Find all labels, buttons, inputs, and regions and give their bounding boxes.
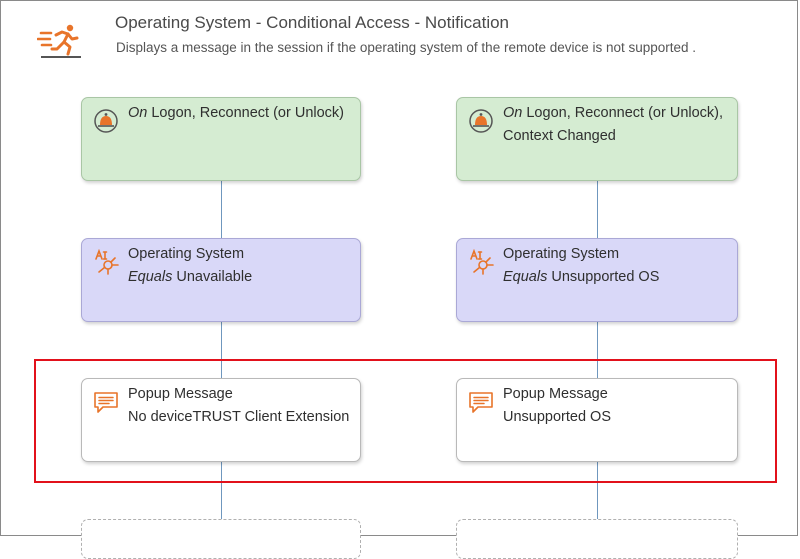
empty-node-slot-2[interactable] xyxy=(456,519,738,559)
action-detail: Unsupported OS xyxy=(503,409,612,425)
trigger-events: Logon, Reconnect (or Unlock) xyxy=(147,105,344,121)
trigger-events-continued: Context Changed xyxy=(503,128,616,144)
action-detail: No deviceTRUST Client Extension xyxy=(128,409,350,425)
trigger-node-2[interactable]: On Logon, Reconnect (or Unlock), Context… xyxy=(456,97,738,181)
empty-node-slot-1[interactable] xyxy=(81,519,361,559)
condition-operator: Equals xyxy=(503,269,548,285)
condition-node-2[interactable]: Operating System Equals Unsupported OS xyxy=(456,238,738,322)
bell-icon xyxy=(94,109,118,133)
condition-context: Operating System xyxy=(128,246,245,262)
action-node-1[interactable]: Popup Message No deviceTRUST Client Exte… xyxy=(81,378,361,462)
trigger-keyword: On xyxy=(128,105,148,121)
runner-icon xyxy=(37,24,81,58)
connector-line xyxy=(597,321,598,379)
message-icon xyxy=(94,392,118,413)
action-node-2[interactable]: Popup Message Unsupported OS xyxy=(456,378,738,462)
bell-icon xyxy=(469,109,493,133)
trigger-events: Logon, Reconnect (or Unlock), xyxy=(522,105,724,121)
condition-value: Unavailable xyxy=(172,269,253,285)
highlight-box xyxy=(34,359,777,483)
context-icon xyxy=(470,249,494,275)
connector-line xyxy=(221,321,222,379)
condition-operator: Equals xyxy=(128,269,173,285)
condition-context: Operating System xyxy=(503,246,620,262)
page-description: Displays a message in the session if the… xyxy=(116,40,697,55)
connector-line xyxy=(597,462,598,520)
trigger-node-1[interactable]: On Logon, Reconnect (or Unlock) xyxy=(81,97,361,181)
connector-line xyxy=(597,181,598,239)
context-icon xyxy=(95,249,119,275)
action-type: Popup Message xyxy=(503,386,608,402)
message-icon xyxy=(469,392,493,413)
page-title: Operating System - Conditional Access - … xyxy=(115,13,510,32)
connector-line xyxy=(221,181,222,239)
action-type: Popup Message xyxy=(128,386,233,402)
connector-line xyxy=(221,462,222,520)
trigger-keyword: On xyxy=(503,105,523,121)
condition-node-1[interactable]: Operating System Equals Unavailable xyxy=(81,238,361,322)
condition-value: Unsupported OS xyxy=(547,269,660,285)
